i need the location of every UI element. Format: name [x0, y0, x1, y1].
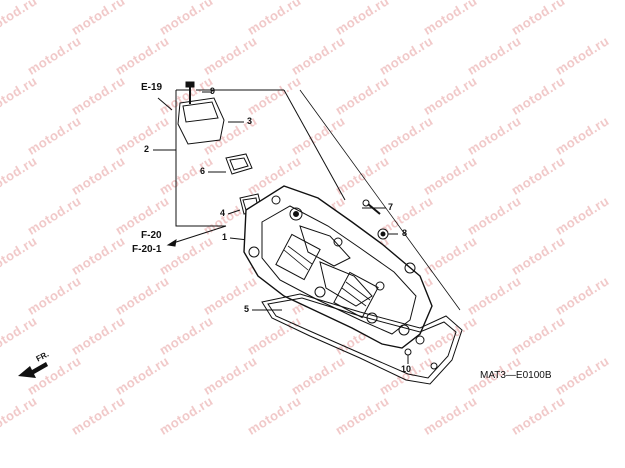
leader-frame: [175, 90, 226, 227]
head-cover-gasket: [261, 293, 463, 385]
callout-3: 3: [247, 116, 253, 126]
ref-f20-1: F-20-1: [132, 244, 162, 255]
ref-f20: F-20: [141, 230, 162, 241]
front-direction-arrow: [18, 362, 48, 378]
callout-9: 9: [210, 86, 216, 96]
callout-10: 10: [401, 364, 412, 374]
callout-4: 4: [220, 208, 226, 218]
callout-6: 6: [200, 166, 206, 176]
callout-1: 1: [222, 232, 228, 242]
callout-5: 5: [244, 304, 250, 314]
callout-8: 8: [402, 228, 408, 238]
ref-e19: E-19: [141, 82, 163, 93]
breather-cover: [177, 97, 225, 145]
diagram-code: MAT3—E0100B: [480, 370, 552, 381]
callout-7: 7: [388, 202, 394, 212]
callout-2: 2: [144, 144, 150, 154]
cylinder-head-cover: [243, 185, 433, 349]
grommet-6: [225, 153, 253, 175]
